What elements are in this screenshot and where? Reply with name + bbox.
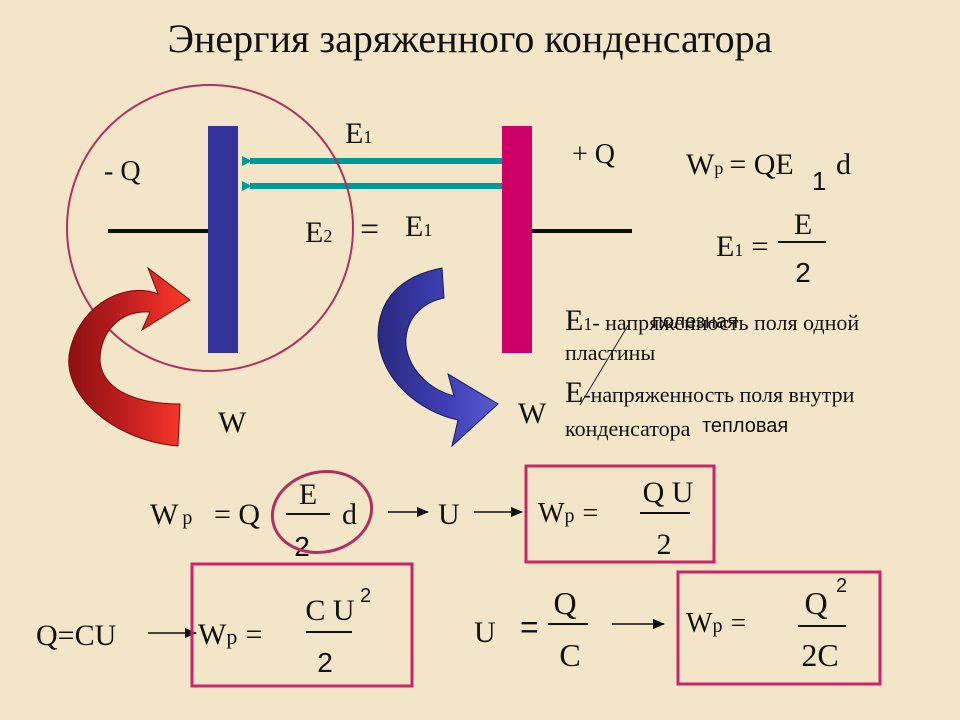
row1-fraction-den: 2 xyxy=(294,531,310,562)
row2-qcu: Q=CU xyxy=(36,619,117,652)
row1-u: U xyxy=(438,498,460,531)
row2-u-den: C xyxy=(559,637,580,673)
description-overlay-useful: полезная xyxy=(652,311,738,333)
energy-formula-top-d: d xyxy=(836,148,851,181)
page-title: Энергия заряженного конденсатора xyxy=(168,16,773,61)
row2-u-eq: = xyxy=(520,609,539,645)
left-plate xyxy=(208,126,238,353)
row2-right-sup: 2 xyxy=(836,575,847,597)
row2-right-num: Q xyxy=(804,585,827,621)
row2-u-num: Q xyxy=(553,585,576,621)
row1-fraction-num: E xyxy=(299,478,317,511)
description-line-1: E1- напряженность поля одной xyxy=(565,304,859,337)
left-charge-label: - Q xyxy=(104,156,141,187)
row2-left-num: C U xyxy=(305,594,355,627)
row2-left-sup: 2 xyxy=(360,585,371,607)
right-energy-label: W xyxy=(518,397,547,430)
row1-result-den: 2 xyxy=(657,528,672,561)
blue-curved-arrow xyxy=(377,267,499,448)
row1-result-wp: Wp= xyxy=(538,498,598,529)
e1-fraction-den: 2 xyxy=(795,257,811,288)
e2-label: E2 xyxy=(305,216,332,249)
row2-right-box xyxy=(676,570,882,686)
e1-fraction-num: E xyxy=(794,208,812,241)
row2-right-wp: Wp= xyxy=(686,608,746,639)
row2-right-den: 2C xyxy=(801,637,838,673)
red-curved-arrow xyxy=(68,266,191,447)
row2-left-box xyxy=(190,562,414,688)
e1-top-label: E1 xyxy=(345,117,372,150)
row1-result-num: Q U xyxy=(643,476,694,509)
left-energy-label: W xyxy=(218,406,247,439)
row2-left-den: 2 xyxy=(317,647,333,678)
energy-formula-top-sub: 1 xyxy=(812,166,826,196)
energy-formula-top: Wp= QE xyxy=(686,148,794,181)
description-line-2: пластины xyxy=(565,340,655,365)
e1-mid-label: E1 xyxy=(405,210,432,243)
right-plate xyxy=(502,126,532,353)
left-plate-circle xyxy=(66,84,354,372)
description-line-3: E-напряженность поля внутри xyxy=(565,376,855,409)
row1-result-box xyxy=(524,464,716,564)
right-charge-label: + Q xyxy=(572,139,615,170)
row2-u: U xyxy=(474,616,496,649)
row1-eq-q: = Q xyxy=(214,498,260,531)
description-line-4: конденсатора xyxy=(565,416,691,441)
row1-d: d xyxy=(342,498,357,531)
description-overlay-thermal: тепловая xyxy=(702,415,788,437)
e2-equals: = xyxy=(360,211,379,248)
row1-highlight-ellipse xyxy=(270,470,374,554)
row2-left-wp: Wp= xyxy=(198,618,262,651)
e1-definition-lhs: E1= xyxy=(716,230,768,263)
description-pointer-line xyxy=(579,321,631,406)
